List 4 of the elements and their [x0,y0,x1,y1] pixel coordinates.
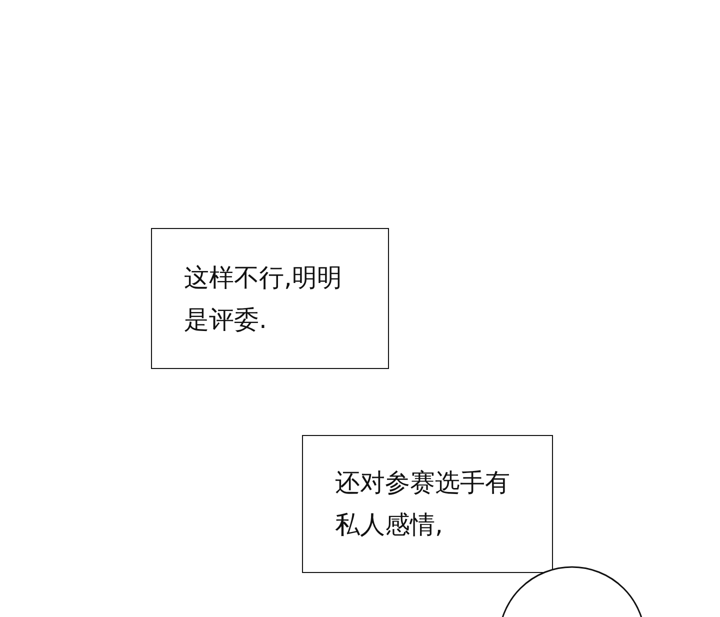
caption-text: 还对参赛选手有私人感情, [335,467,511,541]
caption-text: 这样不行,明明是评委. [184,262,343,336]
caption-box [302,435,553,573]
caption-box [151,228,389,369]
